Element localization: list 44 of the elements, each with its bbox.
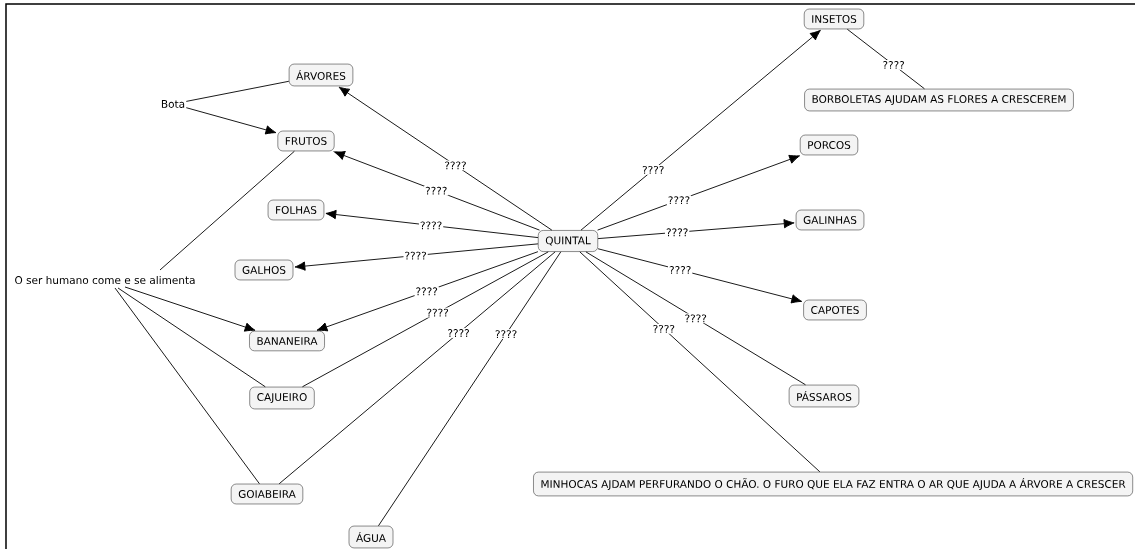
connector-arrow (316, 251, 539, 332)
edge-label: ???? (641, 164, 666, 175)
concept-box: CAPOTES (803, 299, 867, 321)
concept-text: O ser humano come e se alimenta (15, 275, 195, 285)
edge-label: ???? (418, 220, 444, 231)
concept-box: ÁRVORES (288, 63, 354, 87)
concept-box: INSETOS (803, 8, 865, 30)
concept-box: MINHOCAS AJDAM PERFURANDO O CHÃO. O FURO QUE ELA FAZ ENTRA O AR QUE AJUDA A ÁRVORE A CRESCER (533, 471, 1133, 497)
edge-label: ???? (403, 250, 428, 261)
concept-box: CAJUEIRO (249, 386, 315, 410)
concept-box: FOLHAS (267, 199, 325, 221)
connector-arrow (597, 219, 795, 240)
edge-label: ???? (666, 195, 692, 206)
concept-box: QUINTAL (537, 230, 599, 252)
connector-arrow (338, 86, 553, 231)
edge-label: ???? (443, 160, 468, 171)
edge-label: ???? (446, 328, 471, 338)
edge-label: ???? (665, 227, 690, 238)
edge-label: ???? (881, 60, 906, 70)
concept-box: BANANEIRA (249, 330, 325, 352)
edge-label: ???? (414, 286, 439, 297)
concept-box: PÁSSAROS (788, 384, 860, 408)
concept-box: BORBOLETAS AJUDAM AS FLORES A CRESCEREM (804, 88, 1074, 112)
concept-box: GALINHAS (795, 209, 865, 231)
edge-label: ???? (668, 265, 693, 275)
connector-arrow (124, 286, 256, 332)
concept-box: PORCOS (799, 134, 859, 156)
edge-label: ???? (425, 307, 450, 318)
connector-arrow (597, 248, 803, 304)
connector-arrow (580, 29, 821, 231)
concept-box: ÁGUA (348, 525, 394, 549)
concept-box: FRUTOS (277, 130, 335, 152)
connector-arrow (597, 154, 800, 231)
connector-arrow (334, 151, 540, 231)
edge-label: ???? (683, 313, 708, 324)
edge-label: ???? (493, 329, 519, 339)
concept-box: GALHOS (234, 259, 294, 281)
edge-label: ???? (651, 323, 676, 334)
concept-box: GOIABEIRA (230, 483, 304, 505)
connector-arrow (294, 243, 539, 271)
connector-arrow (185, 107, 277, 135)
connector-arrow (325, 209, 539, 239)
edge-label: ???? (424, 185, 449, 196)
concept-text: Bota (161, 100, 185, 108)
